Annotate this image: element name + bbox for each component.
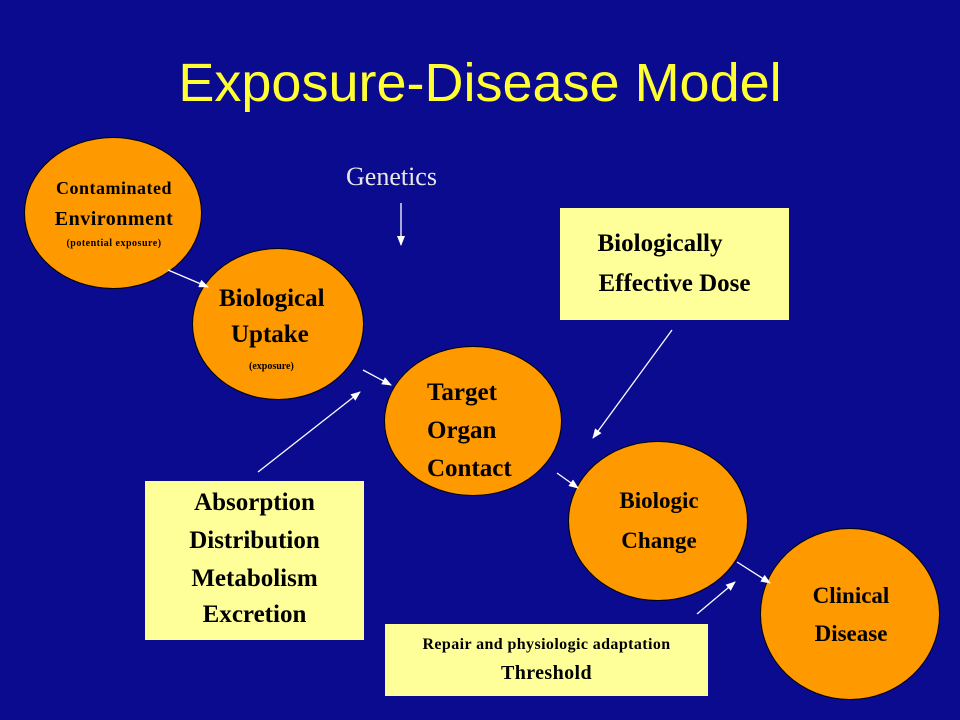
arrow-adme-to-target <box>257 391 361 473</box>
target-organ-contact-node: Target Organ Contact <box>384 346 562 496</box>
uptake-line2: Uptake <box>231 321 309 348</box>
arrow-change-to-clinical <box>736 561 771 584</box>
contaminated-line2: Environment <box>54 208 174 230</box>
arrow-contaminated-to-uptake <box>167 269 209 288</box>
target-line1: Target <box>427 379 497 406</box>
adme-line4: Excretion <box>202 601 307 628</box>
contaminated-environment-node: Contaminated Environment (potential expo… <box>24 137 202 289</box>
arrow-repair-to-clinical <box>696 581 736 615</box>
uptake-sub: (exposure) <box>249 361 294 372</box>
genetics-label: Genetics <box>346 162 437 191</box>
clinical-line1: Clinical <box>812 583 890 608</box>
target-line3: Contact <box>427 455 512 482</box>
target-line2: Organ <box>427 417 497 444</box>
dose-line2: Effective Dose <box>598 270 751 297</box>
biologic-change-node: Biologic Change <box>568 441 748 601</box>
contaminated-sub: (potential exposure) <box>66 238 162 249</box>
adme-box: Absorption Distribution Metabolism Excre… <box>145 481 364 640</box>
arrow-dose-to-change <box>592 329 673 439</box>
adme-line2: Distribution <box>189 527 320 554</box>
biological-uptake-node: Biological Uptake (exposure) <box>192 248 364 400</box>
page-title: Exposure-Disease Model <box>178 53 782 113</box>
adme-line3: Metabolism <box>191 565 318 592</box>
biologically-effective-dose-box: Biologically Effective Dose <box>560 208 789 320</box>
arrow-uptake-to-target <box>362 369 392 386</box>
dose-line1: Biologically <box>597 230 723 257</box>
adme-line1: Absorption <box>194 489 315 516</box>
repair-threshold-box: Repair and physiologic adaptation Thresh… <box>385 624 708 696</box>
arrow-target-to-change <box>556 472 579 489</box>
change-line2: Change <box>621 528 697 553</box>
repair-line2: Threshold <box>500 662 593 684</box>
clinical-disease-node: Clinical Disease <box>760 528 940 700</box>
repair-line1: Repair and physiologic adaptation <box>422 636 671 653</box>
contaminated-line1: Contaminated <box>55 178 172 198</box>
clinical-line2: Disease <box>814 621 888 646</box>
change-line1: Biologic <box>619 488 699 513</box>
uptake-line1: Biological <box>219 285 325 312</box>
